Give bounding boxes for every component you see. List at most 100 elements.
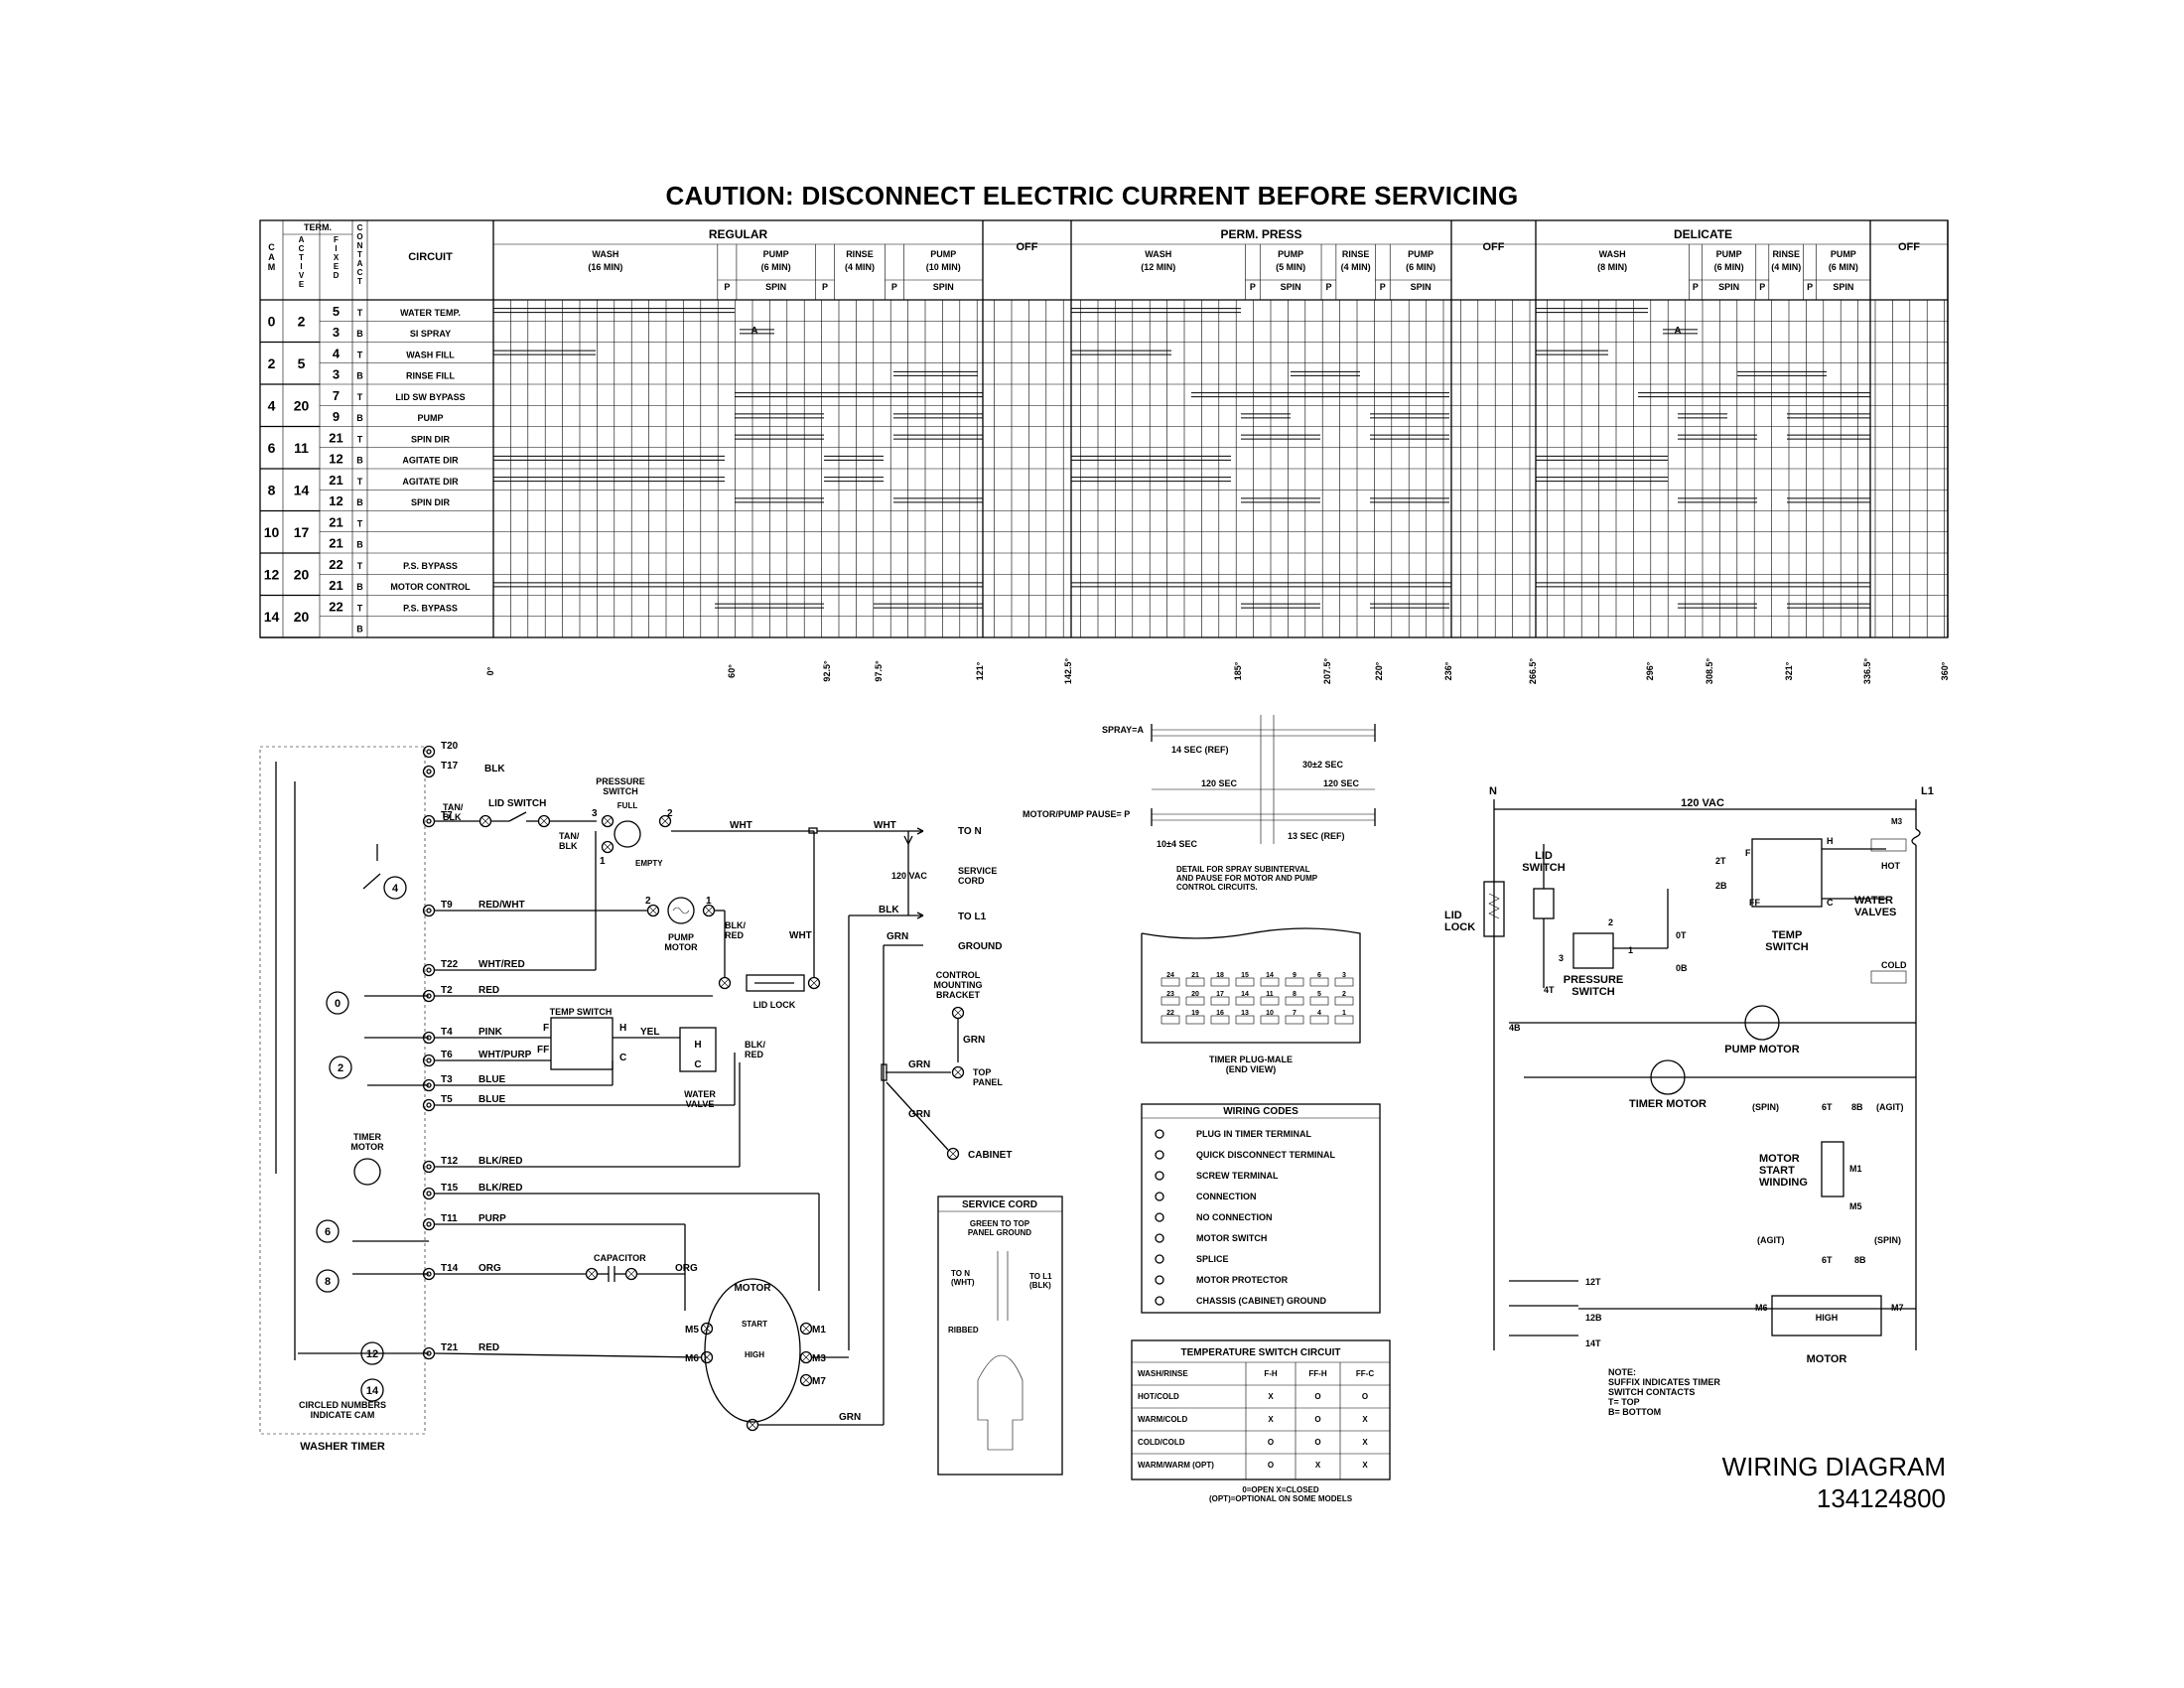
plug-pin xyxy=(1160,996,1180,1006)
plug-pin-number: 18 xyxy=(1216,972,1224,979)
degree-label: 97.5° xyxy=(874,660,884,682)
plug-pin-number: 1 xyxy=(1342,1010,1346,1017)
capacitor-label: CAPACITOR xyxy=(594,1253,646,1263)
wire-label: GRN xyxy=(963,1035,985,1046)
code-symbol xyxy=(1155,1296,1164,1306)
circuit-name: MOTOR CONTROL xyxy=(390,582,471,592)
plug-pin xyxy=(1210,977,1230,987)
schematic-temp-switch xyxy=(1751,838,1823,908)
cam-circle xyxy=(326,991,349,1015)
temp-table-cell: O xyxy=(1314,1392,1320,1401)
wire-label: ORG xyxy=(478,1263,501,1274)
fixed-terminal: 5 xyxy=(333,304,340,319)
quick-disconnect-terminal xyxy=(601,814,614,828)
plug-pin xyxy=(1160,977,1180,987)
contact-type: T xyxy=(357,434,363,444)
terminal-cross xyxy=(948,1149,958,1159)
segment-label: RINSE xyxy=(1772,249,1800,259)
terminal-label: T21 xyxy=(441,1342,459,1353)
temperature-switch-table xyxy=(1131,1339,1391,1480)
fixed-terminal: 9 xyxy=(333,409,340,424)
plug-pin-number: 6 xyxy=(1317,972,1321,979)
wiring-codes-box xyxy=(1141,1103,1381,1314)
segment-label: PUMP xyxy=(1278,249,1303,259)
m3-label: M3 xyxy=(1891,817,1903,826)
temp-table-cell: X xyxy=(1315,1461,1321,1470)
fixed-terminal: 12 xyxy=(329,452,342,467)
wire-label: GRN xyxy=(887,931,908,942)
contact-type: T xyxy=(357,308,363,318)
pause-label: P xyxy=(1807,282,1813,292)
cam-number: 10 xyxy=(264,524,280,540)
cam-circle xyxy=(316,1269,340,1293)
motor-term: M6 xyxy=(685,1353,699,1364)
active-terminal: 14 xyxy=(294,482,310,497)
cam-number: 0 xyxy=(268,313,276,329)
to-l1-label: TO L1 xyxy=(958,912,987,922)
terminal-cross xyxy=(539,816,549,826)
terminal-dot xyxy=(426,1191,432,1196)
terminal-cross xyxy=(801,1352,811,1362)
fixed-terminal: 21 xyxy=(329,578,342,593)
terminal-cross xyxy=(809,978,819,988)
quick-disconnect-terminal xyxy=(585,1267,599,1281)
segment-label: WASH xyxy=(592,249,618,259)
circuit-name: RINSE FILL xyxy=(406,371,456,381)
segment-label: RINSE xyxy=(846,249,874,259)
contact-label: 2B xyxy=(1715,881,1727,891)
circuit-name: PUMP xyxy=(417,413,443,423)
degree-label: 296° xyxy=(1645,661,1655,680)
wire-label: BLUE xyxy=(478,1074,506,1085)
terminal-label: T6 xyxy=(441,1050,453,1060)
segment-label: PUMP xyxy=(930,249,956,259)
plug-pin-number: 7 xyxy=(1293,1010,1297,1017)
plug-pin xyxy=(1334,996,1354,1006)
plug-pin xyxy=(1185,977,1205,987)
pause-label: P xyxy=(724,282,730,292)
timer-terminal xyxy=(422,1217,436,1231)
fixed-terminal: 22 xyxy=(329,599,342,614)
circuit-name: P.S. BYPASS xyxy=(403,561,458,571)
segment-time: (4 MIN) xyxy=(845,262,875,272)
terminal-dot xyxy=(426,908,432,914)
hot-label: HOT xyxy=(1881,861,1901,871)
wire-label: WHT xyxy=(730,820,752,831)
wiring-code-item: PLUG IN TIMER TERMINAL xyxy=(1196,1129,1311,1139)
service-cord-title: SERVICE CORD xyxy=(962,1199,1037,1210)
plug-pin-number: 8 xyxy=(1293,991,1297,998)
plug-pin-number: 22 xyxy=(1166,1010,1174,1017)
plug-pin xyxy=(1210,1015,1230,1025)
quick-disconnect-terminal xyxy=(624,1267,638,1281)
circuit-name: SPIN DIR xyxy=(411,497,451,507)
fixed-terminal: 3 xyxy=(333,367,340,382)
wire-label: GRN xyxy=(908,1109,930,1120)
quick-disconnect-terminal xyxy=(951,1006,965,1020)
contact-label: 6T xyxy=(1822,1255,1833,1265)
timer-terminal xyxy=(422,1160,436,1174)
to-n-label: TO N xyxy=(958,826,982,837)
motor-term: M1 xyxy=(812,1325,826,1336)
plug-pin xyxy=(1210,996,1230,1006)
segment-time: (5 MIN) xyxy=(1276,262,1305,272)
circuit-name: LID SW BYPASS xyxy=(395,392,465,402)
plug-pin xyxy=(1185,1015,1205,1025)
plug-pin-number: 9 xyxy=(1293,972,1297,979)
l1-label: L1 xyxy=(1921,785,1934,797)
wire-label: YEL xyxy=(640,1027,659,1038)
circuit-name: AGITATE DIR xyxy=(402,477,459,487)
quick-disconnect-terminal xyxy=(799,1373,813,1387)
timer-terminal xyxy=(422,904,436,917)
spin-label: (SPIN) xyxy=(1874,1235,1901,1245)
cabinet-label: CABINET xyxy=(968,1150,1012,1161)
cycle-name: PERM. PRESS xyxy=(1220,227,1301,241)
code-symbol xyxy=(1155,1212,1164,1222)
timer-terminal xyxy=(422,1187,436,1200)
degree-label: 236° xyxy=(1443,661,1453,680)
ts-term: H xyxy=(619,1023,626,1034)
plug-pin-number: 11 xyxy=(1266,991,1274,998)
hot-valve xyxy=(1870,838,1907,852)
